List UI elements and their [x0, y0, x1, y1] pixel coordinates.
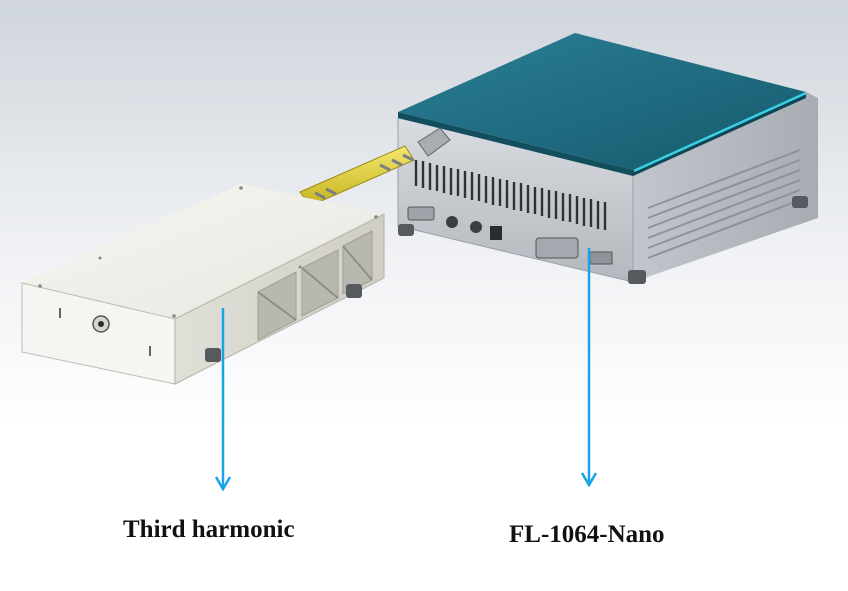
- module-screws: [38, 186, 378, 318]
- control-knob-2: [470, 221, 482, 233]
- side-vents: [647, 149, 801, 259]
- db9-connector: [407, 206, 435, 221]
- laser-lid-accent-stripe: [633, 91, 807, 173]
- db25-connector: [535, 237, 579, 259]
- power-terminal: [589, 251, 613, 265]
- laser-top-lid: [398, 33, 806, 170]
- module-foot-left: [205, 348, 221, 362]
- laser-unit: [397, 33, 818, 284]
- caption-third-harmonic: Third harmonic: [123, 516, 295, 543]
- laser-lid-front-edge: [398, 112, 633, 176]
- laser-foot-right: [792, 196, 808, 208]
- laser-foot-front: [628, 270, 646, 284]
- module-foot-right: [346, 284, 362, 298]
- control-knob-1: [446, 216, 458, 228]
- cable-strain-relief: [417, 127, 451, 157]
- callout-arrow-left: [214, 308, 232, 492]
- caption-fl-1064-nano: FL-1064-Nano: [509, 521, 665, 548]
- laser-foot-left: [398, 224, 414, 236]
- third-harmonic-module: [21, 184, 385, 385]
- module-top-face: [22, 184, 384, 319]
- laser-side-panel: [633, 92, 818, 282]
- ethernet-port: [490, 226, 502, 240]
- callout-arrow-right: [580, 248, 598, 488]
- front-vent-grille: [414, 160, 607, 230]
